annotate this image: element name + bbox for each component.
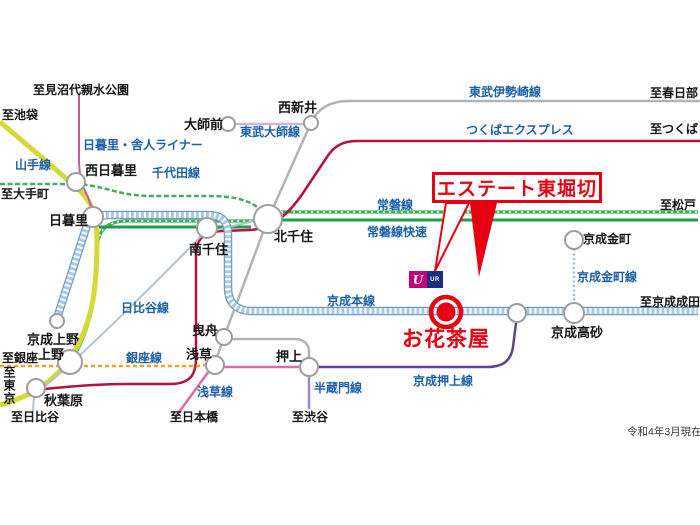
target-station-ring bbox=[428, 294, 464, 330]
station-circle-kitasenju bbox=[253, 204, 283, 234]
dest-label-matsudo: 至松戸 bbox=[660, 198, 697, 212]
station-circle-nishiarai bbox=[303, 115, 319, 131]
station-circle-nishi-nippori bbox=[66, 172, 86, 192]
station-circle-keisei-ueno bbox=[49, 313, 65, 329]
station-label-nippori: 日暮里 bbox=[49, 213, 89, 228]
line-label-hanzomon: 半蔵門線 bbox=[314, 381, 363, 395]
as-of-date-note: 令和4年3月現在 bbox=[627, 426, 700, 438]
dest-label-shibuya: 至渋谷 bbox=[292, 410, 329, 424]
line-label-yamanote: 山手線 bbox=[15, 158, 52, 172]
tobu-isesaki-line bbox=[215, 99, 700, 358]
station-label-keisei-ueno: 京成上野 bbox=[27, 332, 80, 347]
dest-label-keisei-narita: 至京成成田 bbox=[640, 295, 700, 309]
station-label-hikifune: 曳舟 bbox=[192, 323, 219, 338]
line-label-tobu-isesaki: 東武伊勢崎線 bbox=[469, 85, 542, 99]
dest-label-tokyo: 至東京 bbox=[2, 366, 16, 405]
station-circle-nippori bbox=[82, 206, 104, 228]
keisei-main-line-hatch bbox=[55, 212, 698, 316]
keisei-oshiage-line bbox=[317, 322, 518, 369]
station-circle-daishimae bbox=[220, 116, 236, 132]
station-circle-ueno bbox=[57, 349, 83, 375]
station-circle-keisei-kanamachi bbox=[564, 230, 584, 250]
station-label-nishiarai: 西新井 bbox=[278, 100, 318, 115]
chiyoda-line bbox=[0, 182, 262, 211]
station-circle-minamisenju bbox=[196, 217, 218, 239]
joban-local-line-west-hatch bbox=[72, 220, 259, 359]
tobu-hikifune-oshiage-line bbox=[229, 337, 311, 359]
callout-tail-solid bbox=[470, 203, 497, 277]
line-label-keisei-oshiage: 京成押上線 bbox=[413, 374, 474, 388]
station-circle-unnamed-aoto bbox=[507, 303, 527, 323]
dest-label-nihonbashi: 至日本橋 bbox=[170, 410, 219, 424]
station-circle-hikifune bbox=[215, 328, 233, 346]
line-label-toneri-liner: 日暮里・舎人ライナー bbox=[83, 138, 203, 152]
dest-label-otemachi: 至大手町 bbox=[1, 187, 50, 201]
station-label-akihabara: 秋葉原 bbox=[44, 393, 84, 408]
dest-label-tsukuba: 至つくば bbox=[650, 122, 699, 136]
line-label-asakusa: 浅草線 bbox=[197, 385, 234, 399]
line-label-chiyoda: 千代田線 bbox=[152, 166, 201, 180]
station-circle-akihabara bbox=[26, 378, 46, 398]
line-label-keisei-main: 京成本線 bbox=[327, 294, 376, 308]
station-circle-keisei-takasago bbox=[563, 302, 585, 324]
line-label-hibiya: 日比谷線 bbox=[121, 301, 170, 315]
dest-label-ginza: 至銀座 bbox=[2, 351, 39, 365]
dest-label-minumadai: 至見沼代親水公園 bbox=[33, 83, 130, 97]
line-label-joban: 常磐線 bbox=[377, 198, 414, 212]
line-label-tsukuba-express: つくばエクスプレス bbox=[466, 123, 574, 137]
dest-label-ikebukuro: 至池袋 bbox=[2, 108, 39, 122]
station-label-nishi-nippori: 西日暮里 bbox=[85, 163, 138, 178]
station-label-oshiage: 押上 bbox=[276, 349, 303, 364]
target-station-dot bbox=[436, 302, 456, 322]
callout-tail-outline bbox=[434, 202, 471, 272]
station-label-ueno: 上野 bbox=[38, 347, 65, 362]
line-label-tobu-daishi: 東武大師線 bbox=[240, 125, 301, 139]
station-circle-oshiage bbox=[299, 357, 319, 377]
station-label-kitasenju: 北千住 bbox=[274, 229, 314, 244]
dest-label-hibiya: 至日比谷 bbox=[11, 410, 60, 424]
line-label-ginza: 銀座線 bbox=[126, 351, 163, 365]
ur-logo-mark-icon: U bbox=[409, 271, 427, 288]
station-label-asakusa: 浅草 bbox=[186, 347, 213, 362]
ur-logo-badge: U UR bbox=[409, 271, 443, 288]
station-label-keisei-takasago: 京成高砂 bbox=[551, 325, 604, 340]
dest-label-kasukabe: 至春日部 bbox=[650, 86, 699, 100]
line-label-joban-rapid: 常磐線快速 bbox=[367, 225, 428, 239]
station-label-keisei-kanamachi: 京成金町 bbox=[583, 232, 632, 246]
station-label-daishimae: 大師前 bbox=[184, 117, 224, 132]
estate-callout-bubble: エステート東堀切 bbox=[432, 172, 602, 203]
line-label-keisei-kanamachi: 京成金町線 bbox=[577, 270, 638, 284]
ur-logo-text: UR bbox=[427, 271, 443, 288]
ginza-line bbox=[0, 357, 215, 368]
target-station-label: お花茶屋 bbox=[402, 328, 490, 351]
station-circle-asakusa bbox=[205, 355, 225, 375]
station-label-minamisenju: 南千住 bbox=[189, 242, 229, 257]
